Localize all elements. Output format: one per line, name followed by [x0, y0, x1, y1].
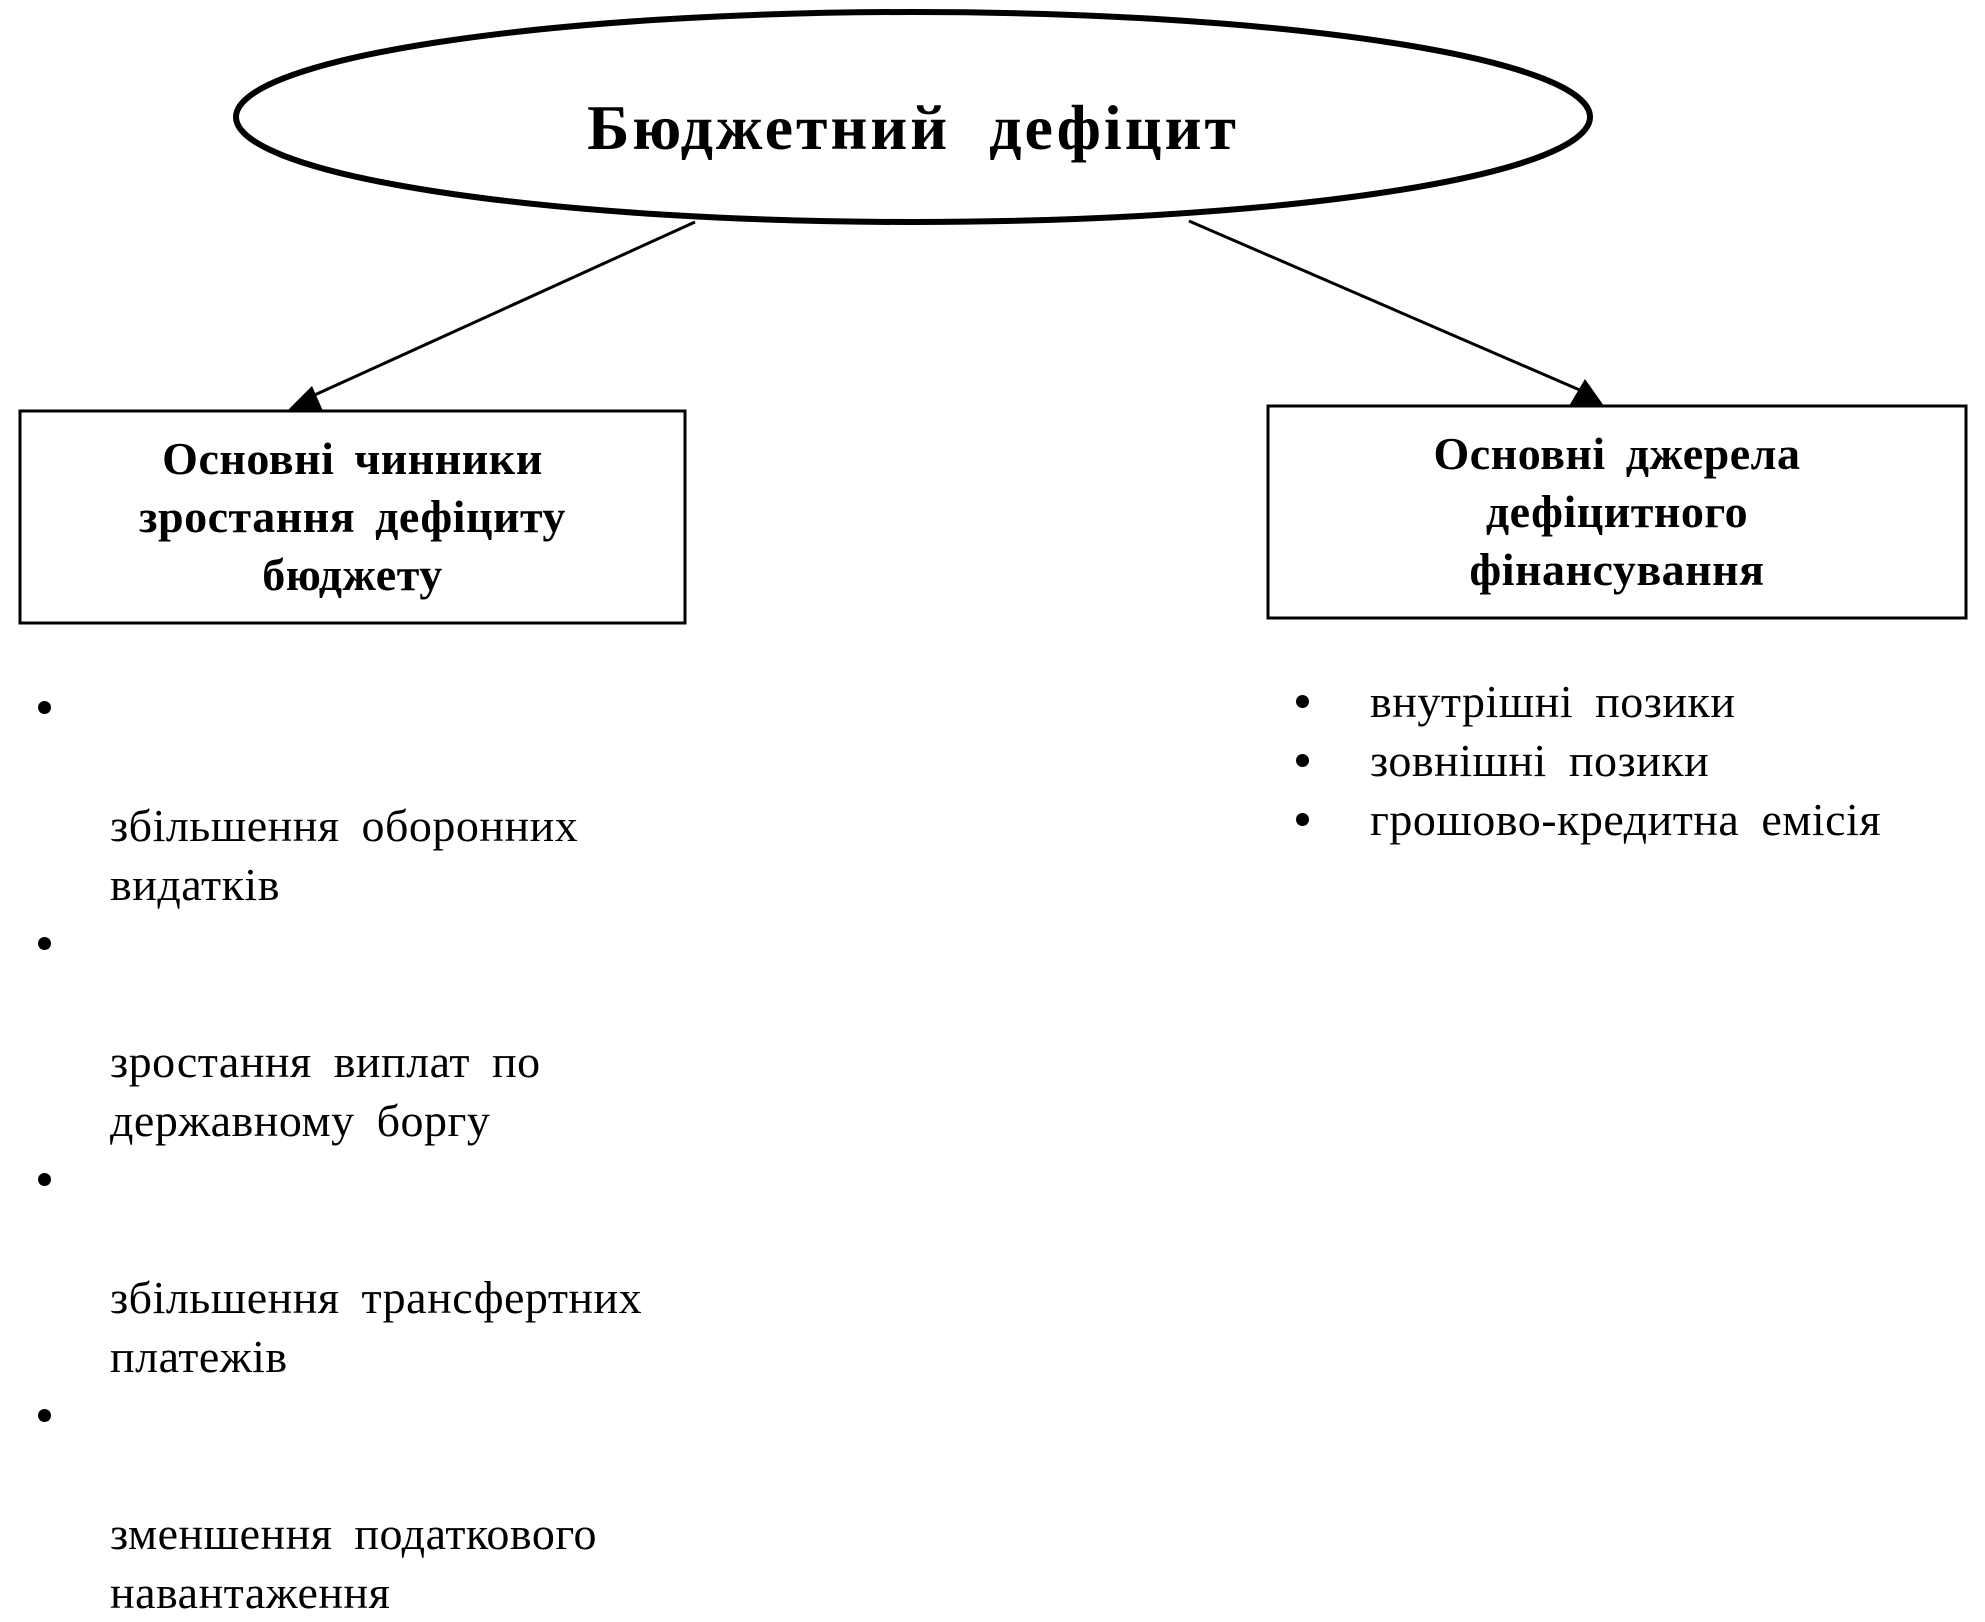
list-item: грошово-кредитна емісія [1290, 790, 1950, 849]
growth-factors-line-3: бюджету [262, 549, 443, 600]
diagram-connectors [18, 9, 1968, 625]
financing-sources-line-2: дефіцитного [1485, 486, 1749, 537]
bullet-icon [38, 701, 51, 714]
left-box-border [18, 409, 687, 625]
list-item-text: зменшення податкового навантаження [110, 1508, 598, 1618]
list-item: внутрішні позики [1290, 672, 1950, 731]
list-item: збільшення трансфертних платежів [30, 1150, 730, 1386]
list-item: зовнішні позики [1290, 731, 1950, 790]
growth-factors-line-2: зростання дефіциту [139, 491, 566, 542]
financing-sources-list: внутрішні позики зовнішні позики грошово… [1290, 672, 1950, 849]
list-item-text: збільшення трансфертних платежів [110, 1272, 643, 1382]
financing-sources-line-3: фінансування [1469, 544, 1765, 595]
diagram-title: Бюджетний дефіцит [587, 92, 1239, 163]
right-box-border [1266, 404, 1968, 620]
financing-sources-box: Основні джерела дефіцитного фінансування [1268, 406, 1966, 618]
list-item-text: внутрішні позики [1370, 676, 1736, 727]
list-item-text: зовнішні позики [1370, 735, 1710, 786]
bullet-icon [1296, 754, 1309, 767]
growth-factors-line-1: Основні чинники [162, 433, 543, 484]
financing-sources-line-1: Основні джерела [1433, 428, 1801, 479]
arrowhead-left [287, 386, 323, 411]
list-item: зростання виплат по державному боргу [30, 914, 730, 1150]
title-ellipse [233, 9, 1593, 225]
list-item: зменшення податкового навантаження [30, 1386, 730, 1622]
list-item: збільшення оборонних видатків [30, 678, 730, 914]
arrow-to-right-box [1188, 219, 1583, 393]
bullet-icon [38, 937, 51, 950]
arrowhead-right [1569, 379, 1604, 406]
bullet-icon [1296, 813, 1309, 826]
bullet-icon [38, 1173, 51, 1186]
list-item-text: збільшення оборонних видатків [110, 800, 579, 910]
growth-factors-list: збільшення оборонних видатків зростання … [30, 678, 730, 1622]
bullet-icon [38, 1409, 51, 1422]
growth-factors-box: Основні чинники зростання дефіциту бюдже… [20, 411, 685, 623]
list-item-text: грошово-кредитна емісія [1370, 794, 1881, 845]
list-item-text: зростання виплат по державному боргу [110, 1036, 541, 1146]
bullet-icon [1296, 695, 1309, 708]
arrow-to-left-box [307, 220, 696, 400]
